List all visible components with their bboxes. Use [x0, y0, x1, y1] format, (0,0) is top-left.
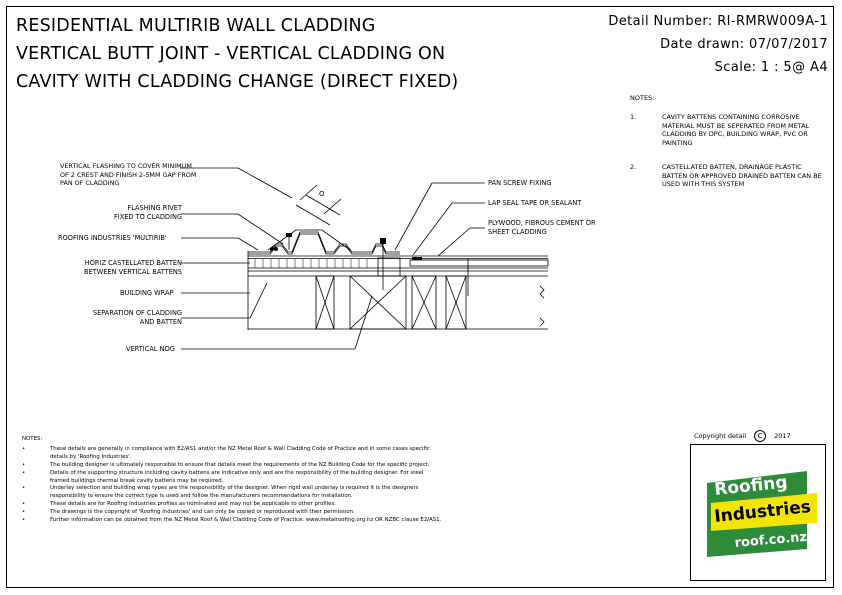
- note-1-number: 1.: [630, 113, 637, 121]
- general-note: The drawings is the copyright of 'Roofin…: [22, 509, 442, 517]
- label-pan-screw: PAN SCREW FIXING: [488, 179, 552, 187]
- note-1-text: CAVITY BATTENS CONTAINING CORROSIVE MATE…: [662, 113, 810, 147]
- general-note: Underlay selection and building wrap typ…: [22, 485, 442, 501]
- scale: Scale: 1 : 5@ A4: [714, 60, 828, 75]
- label-lap-seal: LAP SEAL TAPE OR SEALANT: [488, 199, 582, 207]
- general-note: The building designer is ultimately resp…: [22, 462, 442, 470]
- copyright-year: 2017: [774, 432, 791, 440]
- drawing-frame: [6, 6, 834, 588]
- label-castellated-batten: HORIZ CASTELLATED BATTEN BETWEEN VERTICA…: [84, 259, 182, 276]
- title-line-1: RESIDENTIAL MULTIRIB WALL CLADDING: [16, 16, 376, 36]
- note-2-number: 2.: [630, 163, 637, 171]
- note-2-text: CASTELLATED BATTEN, DRAINAGE PLASTIC BAT…: [662, 163, 822, 188]
- detail-number: Detail Number: RI-RMRW009A-1: [608, 14, 828, 29]
- date-drawn: Date drawn: 07/07/2017: [660, 37, 828, 52]
- general-notes-heading: NOTES:: [22, 436, 43, 442]
- general-note: Further information can be obtained from…: [22, 517, 442, 525]
- dimension-label: O: [319, 190, 325, 198]
- general-note: Details of the supporting structure incl…: [22, 470, 442, 486]
- label-vertical-nog: VERTICAL NOG: [126, 345, 175, 353]
- general-notes: NOTES: These details are generally in co…: [22, 436, 442, 525]
- general-note: These details are generally in complianc…: [22, 446, 442, 462]
- roofing-industries-logo: Roofing Industries roof.co.nz: [707, 471, 817, 557]
- logo-box: Roofing Industries roof.co.nz: [690, 444, 826, 581]
- logo-url: roof.co.nz: [734, 530, 808, 551]
- title-line-2: VERTICAL BUTT JOINT - VERTICAL CLADDING …: [16, 44, 446, 64]
- label-vertical-flashing: VERTICAL FLASHING TO COVER MINIMUM OF 2 …: [60, 162, 197, 187]
- general-note: These details are for Roofing Industries…: [22, 501, 442, 509]
- label-flashing-rivet: FLASHING RIVET FIXED TO CLADDING: [114, 204, 182, 221]
- label-multirib: ROOFING INDUSTRIES 'MULTIRIB': [58, 234, 167, 242]
- title-line-3: CAVITY WITH CLADDING CHANGE (DIRECT FIXE…: [16, 72, 459, 92]
- notes-heading: NOTES:: [630, 94, 655, 102]
- copyright-icon: C: [754, 430, 767, 442]
- label-plywood: PLYWOOD, FIBROUS CEMENT OR SHEET CLADDIN…: [488, 219, 596, 236]
- copyright-text: Copyright detail: [694, 432, 747, 440]
- label-building-wrap: BUILDING WRAP: [120, 289, 174, 297]
- label-separation: SEPARATION OF CLADDING AND BATTEN: [92, 309, 182, 326]
- copyright-line: Copyright detail C 2017: [694, 430, 791, 442]
